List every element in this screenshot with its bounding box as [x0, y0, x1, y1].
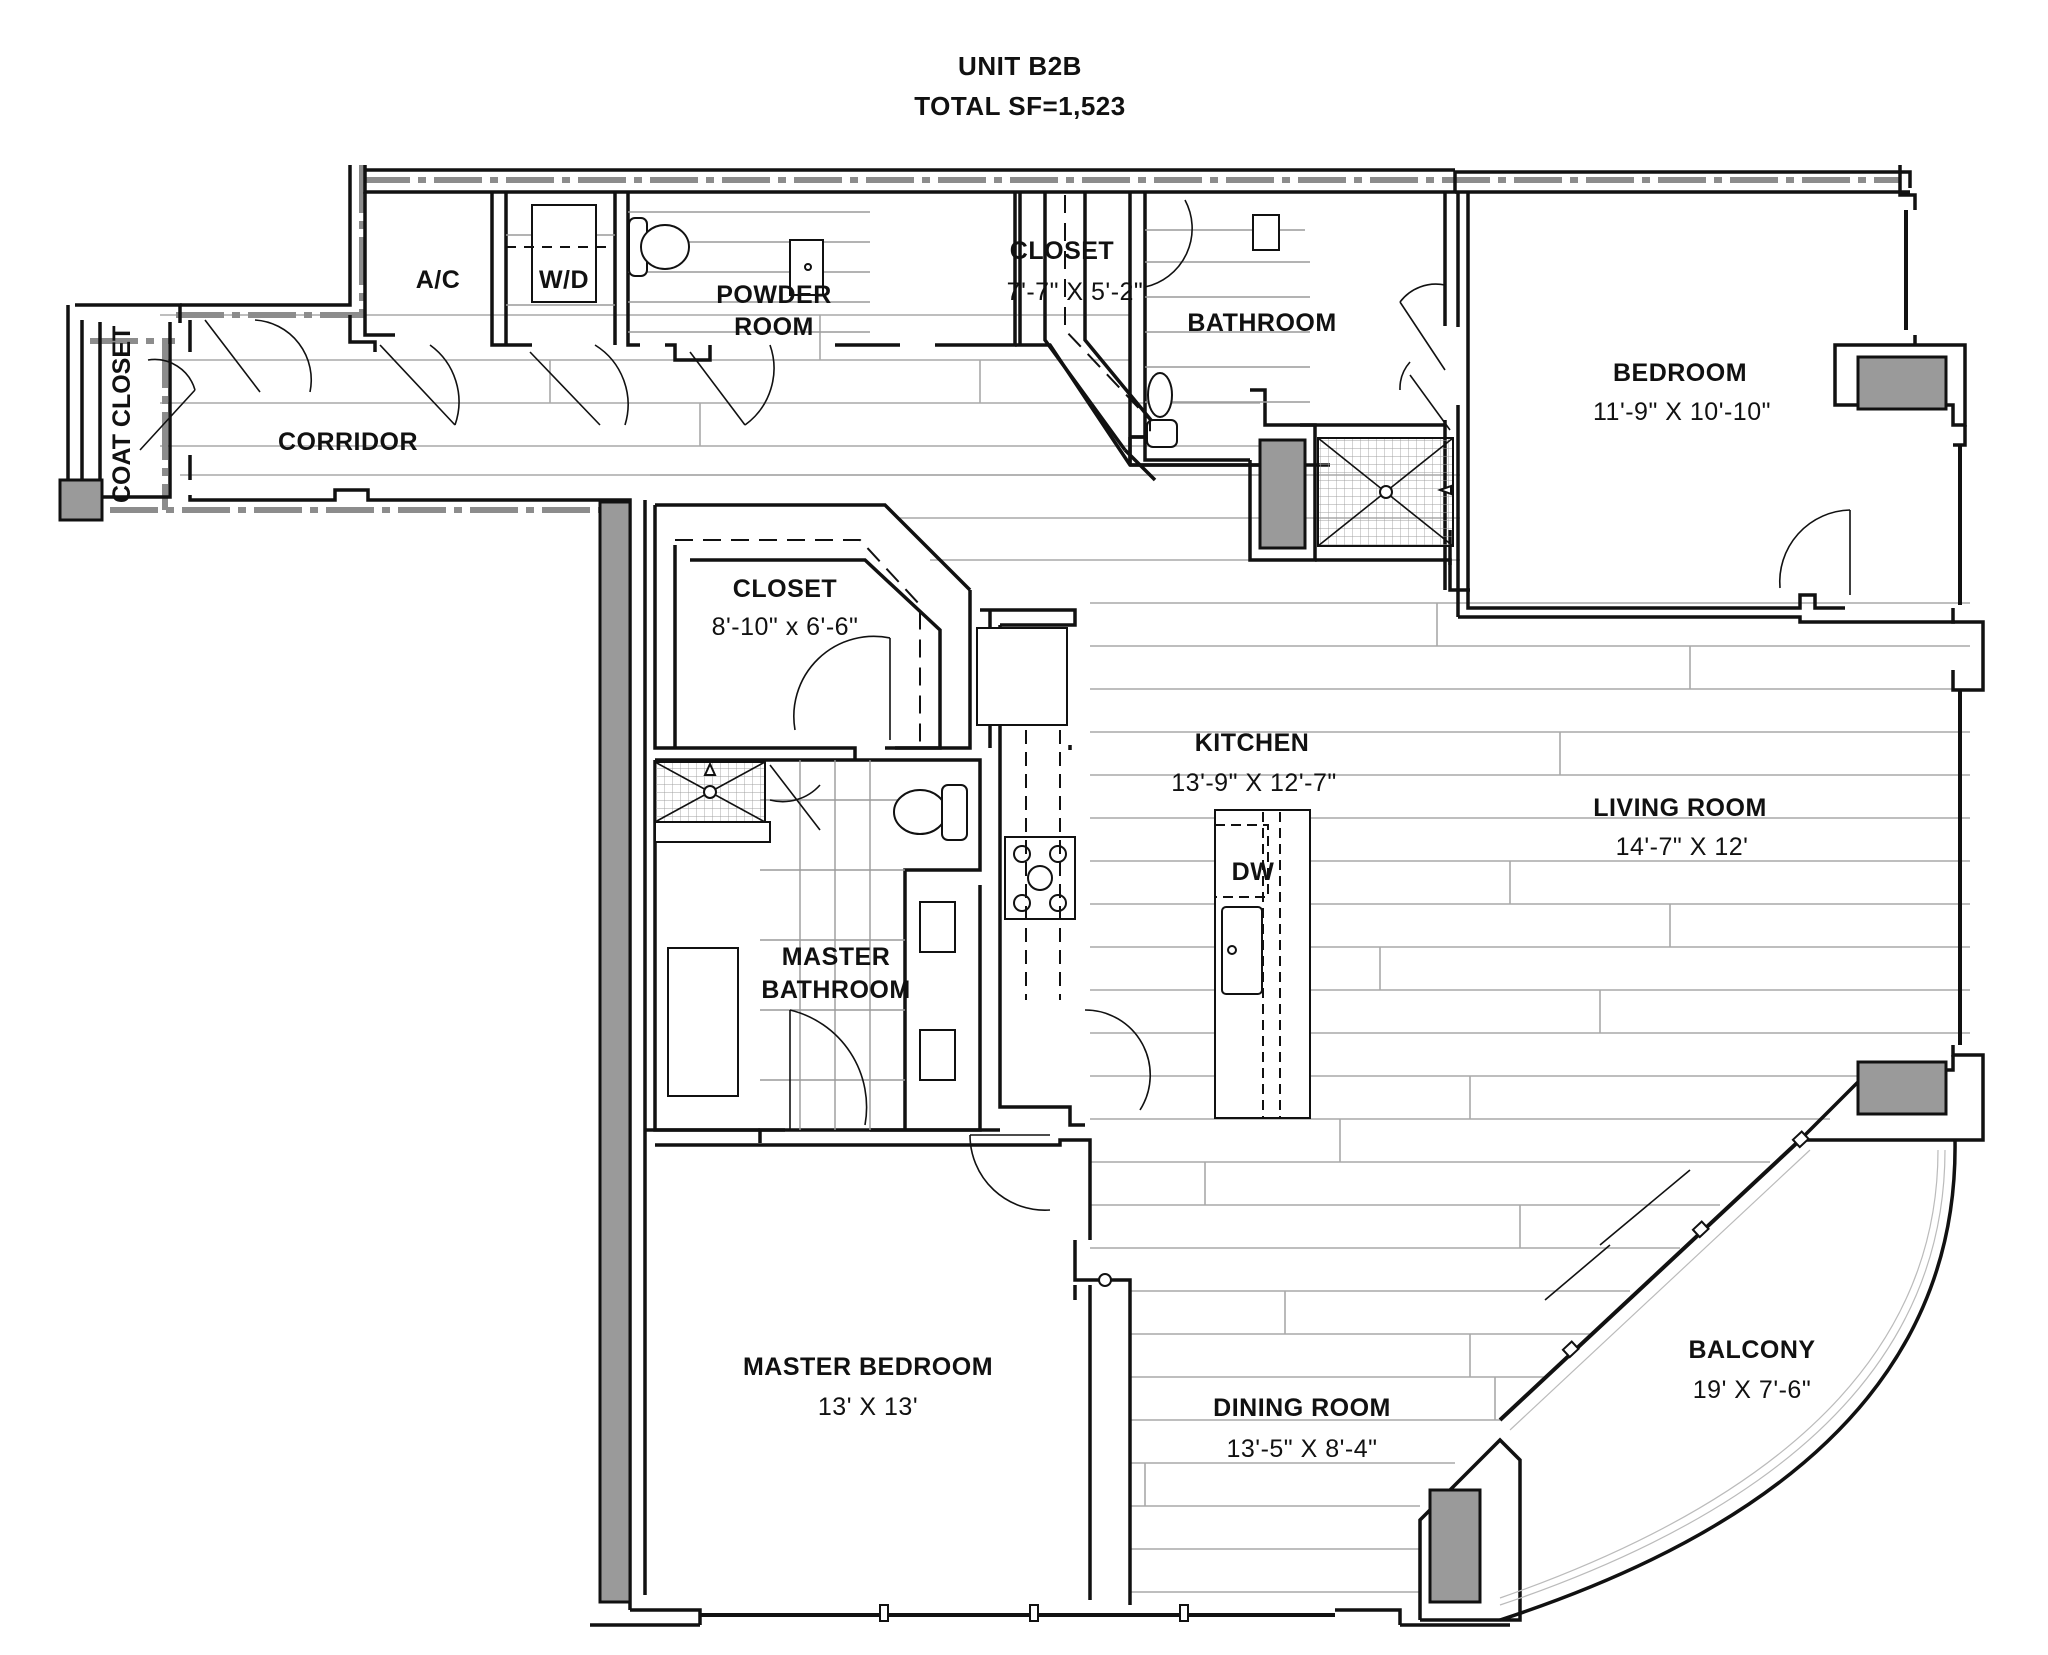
room-label-ac: A/C	[415, 266, 461, 294]
room-dims-balcony: 19' X 7'-6"	[1692, 1376, 1812, 1404]
dishwasher	[1214, 824, 1269, 898]
column-master-wall	[598, 500, 632, 1604]
room-label-wd: W/D	[538, 266, 590, 294]
room-label-master-bedroom: MASTER BEDROOM	[742, 1353, 994, 1381]
shower-bath	[1317, 437, 1454, 547]
room-label-coat-closet: COAT CLOSET	[108, 325, 136, 503]
room-dims-living-room: 14'-7" X 12'	[1615, 833, 1749, 861]
property-line	[90, 165, 1900, 513]
label-dishwasher: DW	[1231, 858, 1275, 886]
fixtures	[506, 195, 1311, 1119]
island-sink	[1221, 906, 1263, 995]
room-label-powder-2: ROOM	[734, 313, 814, 341]
room-dims-closet-hall: 7'-7" X 5'-2"	[1006, 278, 1144, 306]
column-dining	[1428, 1488, 1482, 1604]
windows	[700, 210, 1962, 1622]
powder-toilet-bowl	[640, 224, 690, 270]
bath-toilet-bowl	[1147, 372, 1173, 418]
bath-sink	[1252, 214, 1280, 251]
washer-dryer	[531, 204, 597, 303]
room-label-closet-hall: CLOSET	[1009, 237, 1115, 265]
room-label-bedroom: BEDROOM	[1612, 359, 1748, 387]
room-label-bathroom: BATHROOM	[1187, 309, 1337, 337]
master-toilet-tank	[941, 784, 968, 841]
room-label-dining-room: DINING ROOM	[1213, 1394, 1391, 1422]
wood-flooring	[160, 314, 1970, 1593]
total-sf: TOTAL SF=1,523	[914, 91, 1126, 121]
unit-title: UNIT B2B	[958, 51, 1082, 81]
room-label-powder-1: POWDER	[716, 281, 832, 309]
room-label-corridor: CORRIDOR	[277, 428, 419, 456]
room-label-kitchen: KITCHEN	[1194, 729, 1310, 757]
room-dims-master-bedroom: 13' X 13'	[817, 1393, 919, 1421]
room-label-balcony: BALCONY	[1688, 1336, 1816, 1364]
room-dims-kitchen: 13'-9" X 12'-7"	[1171, 769, 1337, 797]
column-living	[1856, 1060, 1948, 1116]
master-sink-2	[919, 1029, 956, 1081]
master-sink-1	[919, 901, 956, 953]
refrigerator	[976, 627, 1068, 726]
column-bath	[1258, 438, 1307, 550]
structural-columns	[58, 355, 1948, 1604]
room-dims-bedroom: 11'-9" X 10'-10"	[1593, 398, 1771, 426]
master-tub	[667, 947, 739, 1097]
room-label-closet-master: CLOSET	[732, 575, 838, 603]
room-dims-closet-master: 8'-10" x 6'-6"	[711, 613, 859, 641]
bath-toilet-tank	[1146, 419, 1178, 448]
column-bedroom	[1856, 355, 1948, 411]
shower-master	[654, 761, 771, 843]
room-label-master-bath-2: BATHROOM	[761, 976, 911, 1004]
balcony	[1498, 1130, 1957, 1622]
column-coat-closet	[58, 478, 104, 522]
door-swings	[139, 199, 1851, 1287]
room-label-living-room: LIVING ROOM	[1593, 794, 1767, 822]
room-dims-dining-room: 13'-5" X 8'-4"	[1226, 1435, 1378, 1463]
master-toilet-bowl	[893, 789, 947, 835]
room-label-master-bath-1: MASTER	[781, 943, 891, 971]
